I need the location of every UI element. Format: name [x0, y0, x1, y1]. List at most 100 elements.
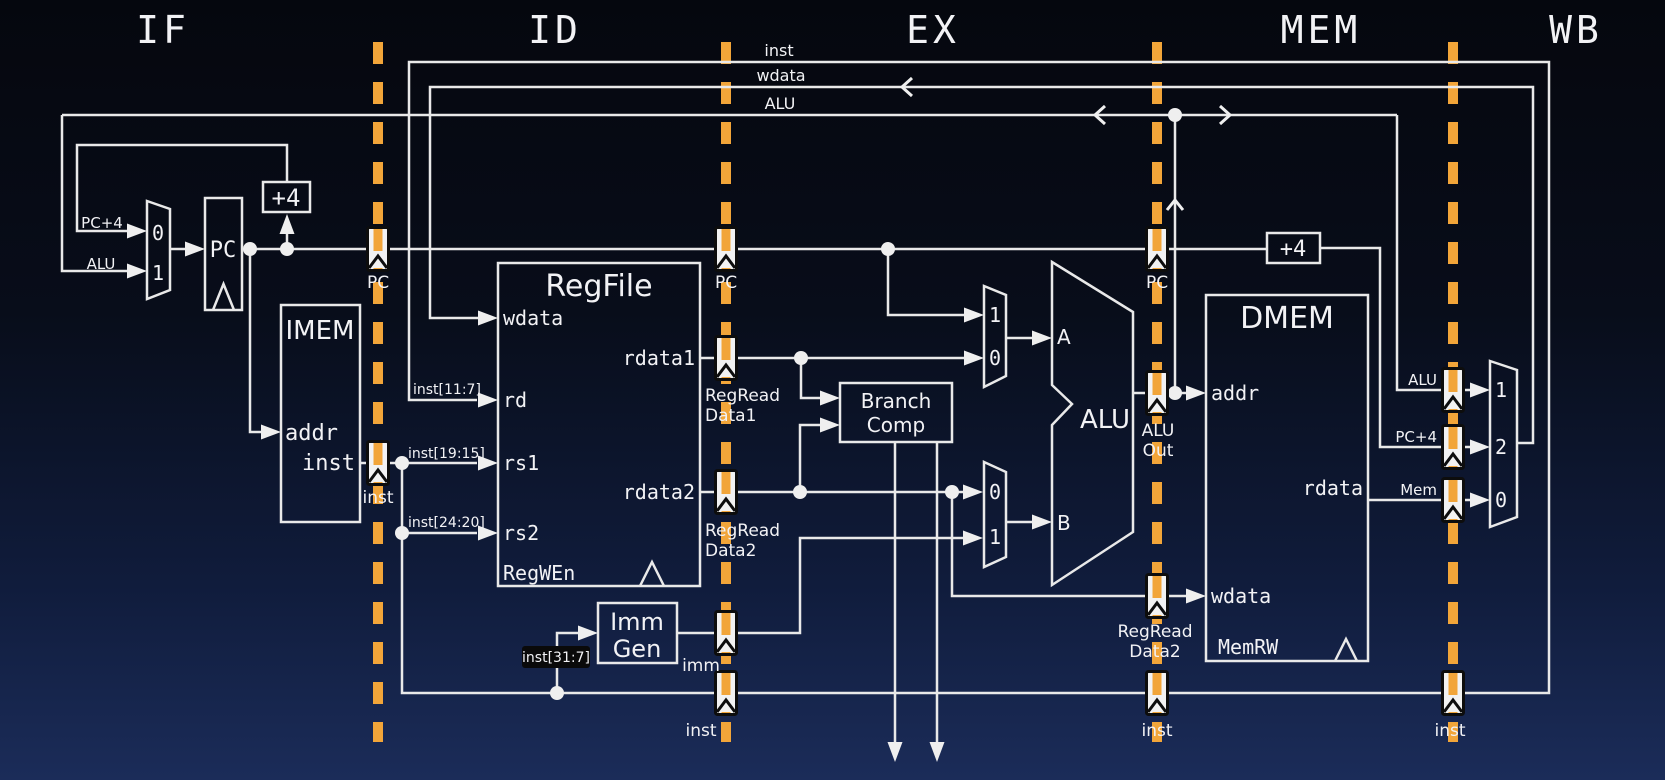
- memwb-mem-register: [1441, 477, 1465, 523]
- idex-rdata2-label-line2: Data2: [705, 541, 756, 561]
- pc-register-box: [203, 196, 244, 312]
- dmem-port-rdata: rdata: [1303, 476, 1363, 500]
- imem-title: IMEM: [286, 316, 355, 346]
- exmem-inst-register: [1145, 670, 1169, 716]
- mux-labels: 0 1 1 0 0 1 1 2 0: [152, 221, 1507, 549]
- alu-port-a: A: [1057, 325, 1071, 349]
- chevron-wdata-left: [899, 76, 914, 98]
- alu-title: ALU: [1080, 405, 1130, 435]
- wire-wdata-loop: [428, 85, 1535, 445]
- dmem-title: DMEM: [1240, 301, 1334, 336]
- memwb-inst-label: inst: [1434, 721, 1465, 741]
- idex-rdata2-register: [714, 469, 738, 515]
- top-wire-alu-label: ALU: [765, 94, 796, 113]
- stage-labels: IF ID EX MEM WB: [136, 8, 1599, 52]
- arrow-branchcomp-in1: [820, 390, 840, 406]
- exmem-inst-label: inst: [1141, 721, 1172, 741]
- wb-mux-input2: 2: [1495, 435, 1507, 459]
- pc-mux-input1: 1: [152, 261, 164, 285]
- arrowheads: [127, 76, 1490, 762]
- wire-pc-path: [75, 143, 1267, 434]
- immgen-box: [596, 601, 679, 665]
- top-wire-wdata-label: wdata: [756, 66, 805, 85]
- a-mux-input0: 0: [989, 346, 1001, 370]
- regfile-port-rdata1: rdata1: [623, 346, 695, 370]
- ifid-pc-register: [366, 226, 390, 272]
- memwb-pc4-register: [1441, 424, 1465, 470]
- arrow-regfile-wdata: [478, 310, 498, 326]
- dmem-port-addr: addr: [1211, 381, 1259, 405]
- exmem-rdata2-register: [1145, 573, 1169, 619]
- top-wire-inst-label: inst: [764, 41, 793, 60]
- wire-regfile-reads: [700, 249, 1186, 598]
- imm-field-badge-label: inst[31:7]: [522, 650, 590, 666]
- rs2-field-label: inst[24:20]: [408, 515, 485, 531]
- immgen-title-line2: Gen: [613, 635, 662, 663]
- stage-label-mem: MEM: [1281, 8, 1362, 52]
- pc-clock-icon: [211, 280, 236, 311]
- arrow-branchcomp-in2: [820, 417, 840, 433]
- exmem-rdata2-label-line2: Data2: [1129, 642, 1180, 662]
- arrow-alu-b: [1032, 514, 1052, 530]
- regfile-port-rd: rd: [503, 388, 527, 412]
- idex-rdata1-label-line1: RegRead: [705, 386, 780, 406]
- idex-imm-label: imm: [682, 656, 720, 676]
- idex-rdata1-label-line2: Data1: [705, 406, 756, 426]
- regfile-port-regwen: RegWEn: [503, 561, 575, 585]
- arrow-bmux-in0: [963, 484, 983, 500]
- wb-mem-wire-label: Mem: [1400, 481, 1437, 499]
- pc-register-title: PC: [210, 238, 237, 263]
- pc-mux-input0: 0: [152, 221, 164, 245]
- pc-mux-shape: [145, 199, 172, 301]
- exmem-pc-label: PC: [1146, 273, 1168, 293]
- imem-port-inst: inst: [302, 451, 355, 476]
- chevron-alu-left: [1092, 104, 1107, 126]
- alu-b-mux-shape: [982, 460, 1008, 569]
- exmem-aluout-label-line1: ALU: [1142, 421, 1175, 441]
- if-plus4-box: [261, 180, 312, 214]
- regfile-title: RegFile: [545, 269, 652, 304]
- ifid-inst-register: [366, 440, 390, 486]
- pcmux-wire-alu-label: ALU: [87, 255, 116, 273]
- arrow-pcmux1: [127, 263, 147, 279]
- a-mux-input1: 1: [989, 303, 1001, 327]
- arrow-branch-out1: [887, 742, 903, 762]
- alu-port-b: B: [1057, 511, 1071, 535]
- blocks: [145, 180, 1519, 668]
- arrow-pcmux0: [127, 223, 147, 239]
- regfile-port-wdata: wdata: [503, 306, 563, 330]
- arrow-branch-out2: [929, 742, 945, 762]
- arrow-amux-in1: [964, 307, 984, 323]
- exmem-pc-register: [1145, 226, 1169, 272]
- stage-label-id: ID: [528, 8, 582, 52]
- idex-pc-register: [714, 226, 738, 272]
- immgen-title-line1: Imm: [610, 608, 664, 636]
- stage-label-ex: EX: [906, 8, 960, 52]
- arrow-amux-in0: [964, 350, 984, 366]
- stage-label-if: IF: [136, 8, 190, 52]
- wire-alu-forward: [60, 113, 1470, 393]
- wb-mux-input1: 1: [1495, 378, 1507, 402]
- idex-pc-label: PC: [715, 273, 737, 293]
- ifid-pc-label: PC: [367, 273, 389, 293]
- dmem-clock-icon: [1333, 636, 1359, 662]
- memwb-alu-register: [1441, 367, 1465, 413]
- b-mux-input0: 0: [989, 480, 1001, 504]
- wb-alu-wire-label: ALU: [1408, 371, 1437, 389]
- chevron-alu-up: [1165, 197, 1185, 211]
- arrow-wbmux2: [1470, 439, 1490, 455]
- imem-port-addr: addr: [285, 421, 338, 446]
- branch-comp-box: [838, 381, 954, 444]
- arrow-plus4-in: [279, 214, 295, 234]
- wb-pc4-wire-label: PC+4: [1395, 428, 1437, 446]
- alu-shape: [1050, 259, 1135, 588]
- arrow-imem-addr: [261, 424, 281, 440]
- pcmux-wire-pc4-label: PC+4: [81, 214, 123, 232]
- arrow-alu-a: [1032, 330, 1052, 346]
- arrow-dmem-wdata: [1186, 588, 1206, 604]
- imem-box: [279, 303, 362, 524]
- rs1-field-label: inst[19:15]: [408, 446, 485, 462]
- idex-inst-label: inst: [685, 721, 716, 741]
- mem-plus4-box: [1265, 231, 1322, 265]
